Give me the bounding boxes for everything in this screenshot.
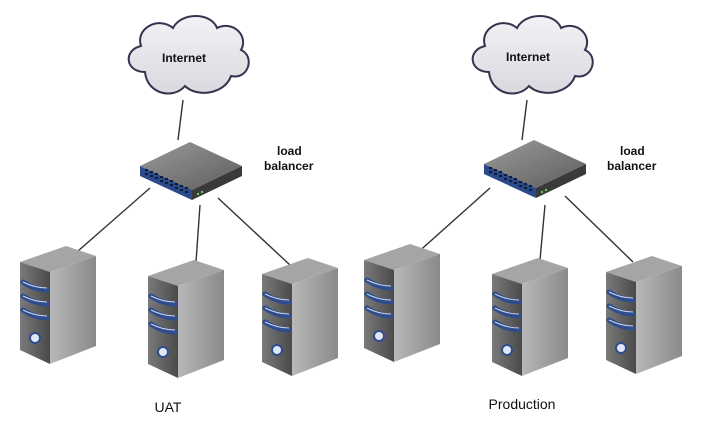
server-icon bbox=[262, 258, 338, 376]
load-balancer-switch-icon bbox=[140, 142, 242, 200]
wire-balancer-to-server-2 bbox=[195, 204, 201, 263]
group-production: Internet load balancer Production bbox=[364, 15, 682, 412]
wire-balancer-to-server-3 bbox=[217, 197, 291, 266]
environment-label: UAT bbox=[155, 399, 182, 415]
wire-internet-to-balancer bbox=[177, 99, 184, 141]
group-uat: Internet load balancer UAT bbox=[20, 15, 338, 415]
load-balancer-switch-icon bbox=[484, 140, 586, 198]
load-balancer-label-line1: load bbox=[277, 144, 302, 158]
cloud-label: Internet bbox=[506, 50, 550, 64]
server-icon bbox=[20, 246, 96, 364]
wire-internet-to-balancer bbox=[521, 99, 528, 141]
wire-balancer-to-server-1 bbox=[69, 187, 151, 259]
wire-balancer-to-server-1 bbox=[414, 187, 491, 256]
server-icon bbox=[492, 258, 568, 376]
server-icon bbox=[364, 244, 440, 362]
server-icon bbox=[606, 256, 682, 374]
wire-balancer-to-server-3 bbox=[564, 195, 634, 263]
environment-label: Production bbox=[489, 396, 556, 412]
load-balancer-label-line2: balancer bbox=[607, 159, 657, 173]
load-balancer-label-line2: balancer bbox=[264, 159, 314, 173]
load-balancer-label-line1: load bbox=[620, 144, 645, 158]
server-icon bbox=[148, 260, 224, 378]
wire-balancer-to-server-2 bbox=[539, 204, 546, 261]
cloud-label: Internet bbox=[162, 51, 206, 65]
